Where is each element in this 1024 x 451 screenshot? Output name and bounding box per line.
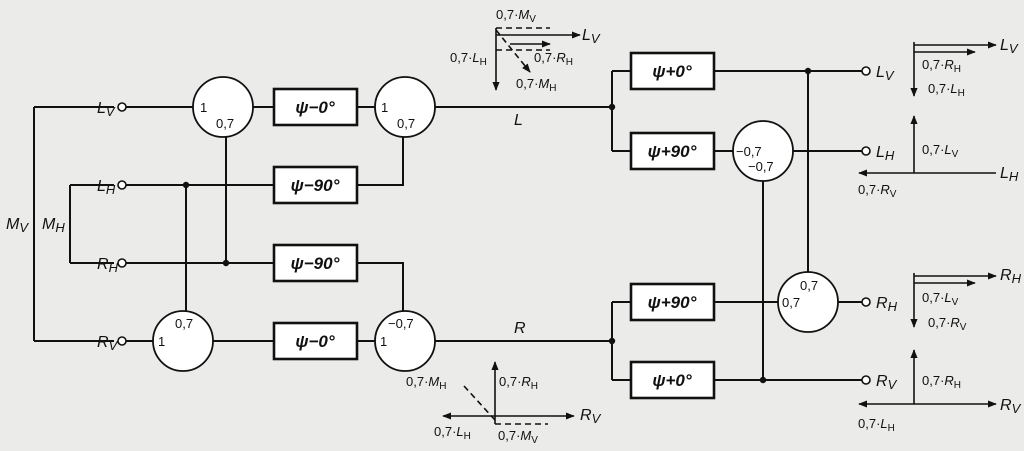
- output-terminal-lv: [861, 66, 871, 76]
- vector-label: 0,7·RV: [928, 315, 967, 333]
- vector-label: 0,7·MH: [516, 76, 556, 94]
- junction-dots: [182, 67, 812, 384]
- mh-label: MH: [42, 216, 65, 235]
- vector-diagram-lh: 0,7·LV 0,7·RV LH: [858, 115, 1019, 200]
- output-label-rh: RH: [876, 295, 898, 314]
- input-label-rv: RV: [97, 334, 119, 353]
- mixer-gain: −0,7: [748, 159, 774, 174]
- mixer-gain: 0,7: [800, 278, 818, 293]
- input-label-lv: LV: [97, 100, 116, 119]
- vector-label: 0,7·LV: [922, 142, 959, 160]
- svg-text:ψ−90°: ψ−90°: [291, 254, 340, 273]
- vector-arrow: [495, 29, 531, 73]
- mixer-gain: 1: [381, 100, 388, 115]
- input-label-lh: LH: [97, 178, 116, 197]
- bus-label-r: R: [514, 320, 526, 337]
- mixer-gain: 1: [380, 334, 387, 349]
- vector-label: RV: [1000, 397, 1022, 416]
- vector-label: 0,7·RH: [499, 374, 538, 392]
- vector-diagram-rv: 0,7·RH RV 0,7·LH: [858, 349, 1022, 434]
- vector-label: LH: [1000, 165, 1019, 184]
- wires: [33, 70, 862, 381]
- vector-diagram-lv: LV 0,7·RH 0,7·LH: [910, 37, 1019, 99]
- svg-text:ψ−0°: ψ−0°: [295, 332, 335, 351]
- phase-block: ψ−0°: [272, 321, 359, 361]
- mixer-6: 0,7 0,7: [777, 271, 839, 333]
- output-label-lh: LH: [876, 144, 895, 163]
- mixer-2: 1 0,7: [374, 76, 436, 138]
- junction-dot: [804, 67, 812, 75]
- vector-label: 0,7·MV: [496, 7, 536, 25]
- mixer-gain: −0,7: [388, 316, 414, 331]
- vector-label: 0,7·MH: [406, 374, 446, 392]
- mixer-gain: 0,7: [397, 116, 415, 131]
- phase-block: ψ−90°: [272, 243, 359, 283]
- input-terminal-rv: [117, 336, 127, 346]
- output-terminal-lh: [861, 146, 871, 156]
- bus-label-l: L: [514, 112, 523, 129]
- vector-label: LV: [582, 27, 601, 46]
- vector-diagram-top: 0,7·MV LV 0,7·LH 0,7·RH 0,7·MH: [450, 7, 601, 94]
- mixer-gain: −0,7: [736, 144, 762, 159]
- junction-dot: [759, 376, 767, 384]
- phase-block: ψ−0°: [272, 87, 359, 127]
- phase-block: ψ−90°: [272, 165, 359, 205]
- output-terminal-rh: [861, 297, 871, 307]
- mixer-1: 1 0,7: [192, 76, 254, 138]
- vector-diagram-bottom: 0,7·MH 0,7·RH RV 0,7·LH 0,7·MV: [406, 361, 602, 446]
- input-terminal-rh: [117, 258, 127, 268]
- svg-text:ψ+0°: ψ+0°: [652, 62, 692, 81]
- input-terminals: LV LH RH RV: [97, 100, 127, 353]
- output-terminals: LV LH RH RV: [861, 64, 898, 392]
- mixer-gain: 1: [158, 334, 165, 349]
- svg-text:ψ−0°: ψ−0°: [295, 98, 335, 117]
- svg-text:ψ−90°: ψ−90°: [291, 176, 340, 195]
- phase-block: ψ+90°: [629, 282, 716, 322]
- phase-block: ψ+90°: [629, 131, 716, 171]
- svg-text:ψ+90°: ψ+90°: [648, 142, 697, 161]
- junction-dot: [608, 337, 616, 345]
- junction-dot: [608, 103, 616, 111]
- mixer-3: 0,7 1: [152, 310, 214, 372]
- vector-label: RV: [580, 407, 602, 426]
- vector-label: 0,7·RH: [922, 57, 961, 75]
- output-terminal-rv: [861, 375, 871, 385]
- vector-label: 0,7·LH: [928, 81, 965, 99]
- vector-label: 0,7·LH: [434, 424, 471, 442]
- output-label-lv: LV: [876, 64, 895, 83]
- mixer-gain: 0,7: [782, 295, 800, 310]
- input-label-rh: RH: [97, 256, 119, 275]
- input-terminal-lh: [117, 180, 127, 190]
- phase-blocks: ψ−0° ψ−90° ψ−90° ψ−0° ψ+0° ψ+90° ψ+90°: [272, 51, 716, 400]
- vector-label: 0,7·RH: [534, 50, 573, 68]
- vector-label: 0,7·RH: [922, 373, 961, 391]
- svg-text:ψ+90°: ψ+90°: [648, 293, 697, 312]
- phase-block: ψ+0°: [629, 360, 716, 400]
- vector-label: 0,7·LV: [922, 290, 959, 308]
- vector-label: 0,7·LH: [450, 50, 487, 68]
- mv-label: MV: [6, 216, 29, 235]
- mixer-5: −0,7 −0,7: [732, 120, 794, 182]
- junction-dot: [182, 181, 190, 189]
- mixers: 1 0,7 1 0,7 0,7 1 −0,7 1 −0,7 −0,7 0,7 0…: [152, 76, 839, 372]
- vector-label: 0,7·MV: [498, 428, 538, 446]
- vector-label: 0,7·LH: [858, 416, 895, 434]
- svg-text:ψ+0°: ψ+0°: [652, 371, 692, 390]
- vector-diagram-rh: RH 0,7·LV 0,7·RV: [910, 267, 1022, 333]
- vector-dashed: [463, 385, 496, 421]
- mixer-4: −0,7 1: [374, 310, 436, 372]
- vector-label: RH: [1000, 267, 1022, 286]
- output-label-rv: RV: [876, 373, 898, 392]
- junction-dot: [222, 259, 230, 267]
- phase-block: ψ+0°: [629, 51, 716, 91]
- mixer-gain: 0,7: [175, 316, 193, 331]
- vector-label: LV: [1000, 37, 1019, 56]
- vector-label: 0,7·RV: [858, 182, 897, 200]
- input-terminal-lv: [117, 102, 127, 112]
- mixer-gain: 0,7: [216, 116, 234, 131]
- mixer-gain: 1: [200, 100, 207, 115]
